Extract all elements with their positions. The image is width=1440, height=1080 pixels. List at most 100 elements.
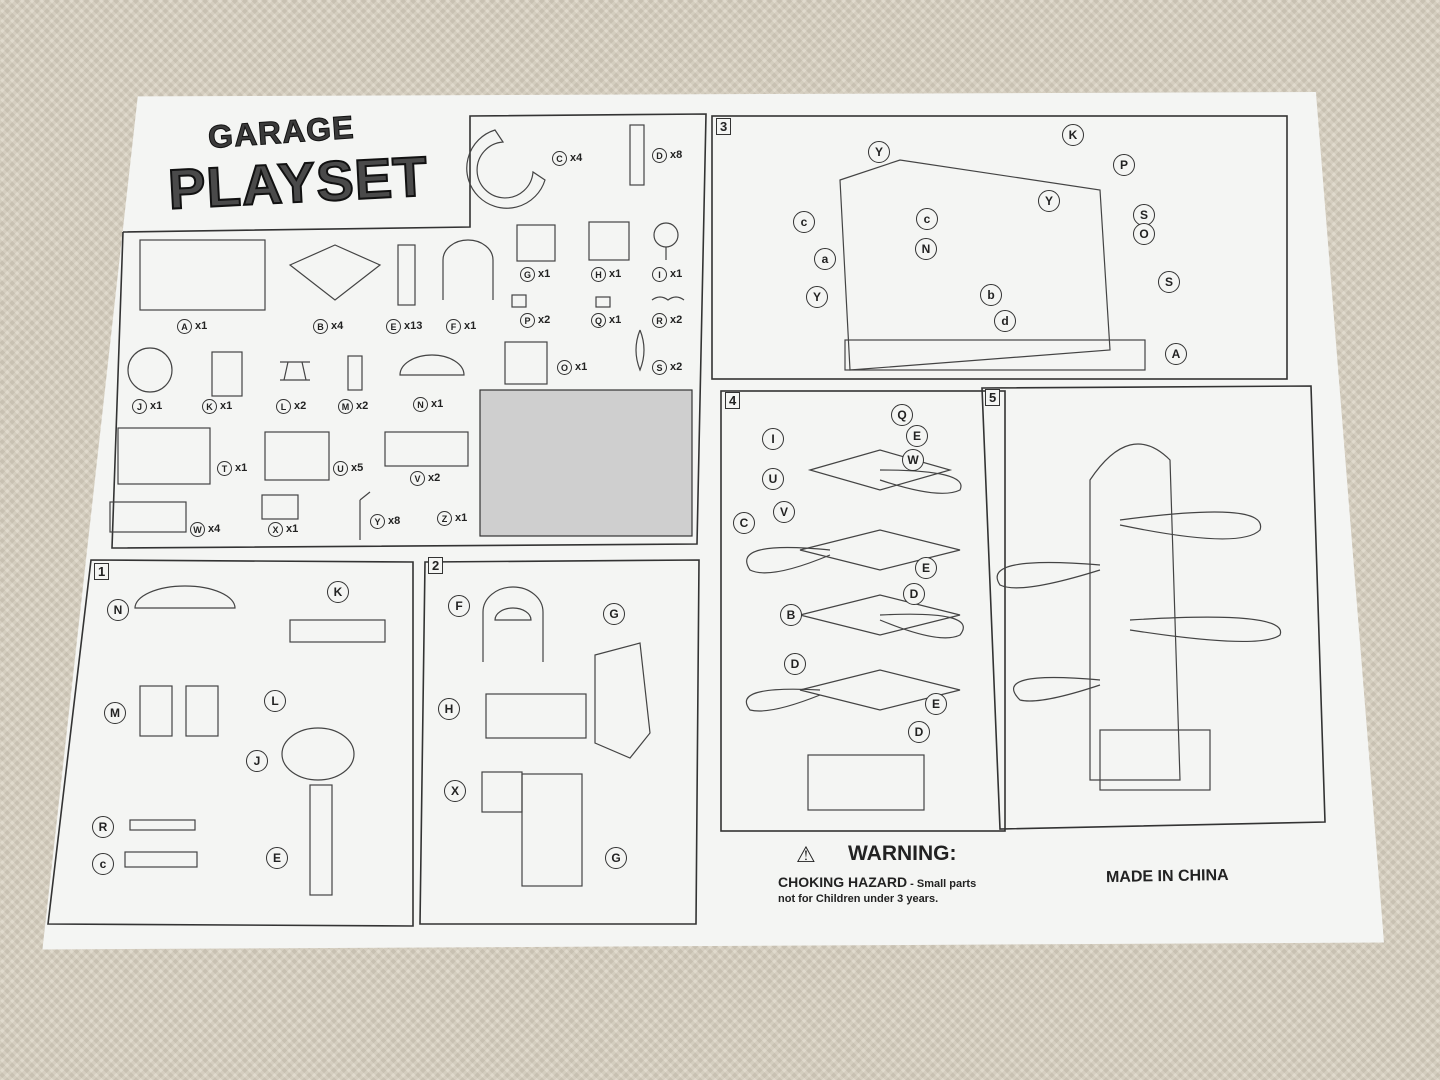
step-callout-letter: U: [762, 468, 784, 490]
step-callout-letter: C: [733, 512, 755, 534]
step-callout-letter: E: [925, 693, 947, 715]
choking-hazard-line: CHOKING HAZARD - Small parts: [778, 874, 976, 890]
step-callout-letter: V: [773, 501, 795, 523]
part-letter: N: [413, 397, 428, 412]
part-letter: U: [333, 461, 348, 476]
part-letter: C: [552, 151, 567, 166]
brand-title-line2: PLAYSET: [166, 143, 431, 222]
part-quantity: x4: [208, 523, 221, 535]
part-quantity: x2: [538, 314, 551, 326]
part-letter: K: [202, 399, 217, 414]
step-callout-letter: Q: [891, 404, 913, 426]
step-number: 1: [94, 563, 110, 580]
step-callout-letter: I: [762, 428, 784, 450]
part-quantity: x2: [294, 400, 307, 412]
step-callout-letter: E: [906, 425, 928, 447]
step-callout-letter: c: [92, 853, 114, 875]
step-callout-letter: X: [444, 780, 466, 802]
step-callout-letter: S: [1158, 271, 1180, 293]
part-letter: H: [591, 267, 606, 282]
part-quantity: x1: [455, 512, 468, 524]
step-callout-letter: Y: [1038, 190, 1060, 212]
step3-frame: [711, 115, 1288, 380]
instruction-sheet: [42, 92, 1384, 950]
part-quantity: x8: [388, 515, 401, 527]
step-callout-letter: D: [903, 583, 925, 605]
part-letter: D: [652, 148, 667, 163]
part-letter: V: [410, 471, 425, 486]
part-quantity: x4: [570, 152, 583, 164]
part-quantity: x2: [670, 361, 683, 373]
hazard-tail: - Small parts: [907, 878, 977, 890]
part-letter: P: [520, 313, 535, 328]
step-callout-letter: c: [793, 211, 815, 233]
part-quantity: x1: [609, 314, 622, 326]
part-quantity: x13: [404, 320, 423, 332]
step-callout-letter: N: [107, 599, 129, 621]
step4-frame: [720, 390, 1006, 832]
part-quantity: x8: [670, 149, 683, 161]
step-callout-letter: G: [603, 603, 625, 625]
hazard-age-line: not for Children under 3 years.: [778, 893, 939, 905]
step-callout-letter: H: [438, 698, 460, 720]
part-letter: E: [386, 319, 401, 334]
warning-title: WARNING:: [848, 842, 957, 865]
step-callout-letter: K: [1062, 124, 1084, 146]
part-letter: W: [190, 522, 205, 537]
step2-frame: [419, 559, 700, 925]
part-quantity: x2: [670, 314, 683, 326]
step-number: 3: [716, 118, 732, 135]
part-quantity: x1: [464, 320, 477, 332]
step-callout-letter: B: [780, 604, 802, 626]
part-quantity: x1: [575, 361, 588, 373]
step-callout-letter: b: [980, 284, 1002, 306]
step-callout-letter: J: [246, 750, 268, 772]
part-quantity: x1: [609, 268, 622, 280]
step-callout-letter: R: [92, 816, 114, 838]
parts-sketches: [109, 124, 1282, 896]
part-letter: O: [557, 360, 572, 375]
step-callout-letter: W: [902, 449, 924, 471]
step-callout-letter: Y: [868, 141, 890, 163]
part-letter: S: [652, 360, 667, 375]
part-letter: T: [217, 461, 232, 476]
part-quantity: x1: [670, 268, 683, 280]
part-letter: B: [313, 319, 328, 334]
hazard-label: CHOKING HAZARD: [778, 874, 908, 890]
part-quantity: x2: [428, 472, 441, 484]
part-letter: Z: [437, 511, 452, 526]
step-number: 5: [985, 389, 1001, 406]
part-quantity: x4: [331, 320, 344, 332]
warning-triangle-icon: ⚠: [796, 842, 816, 867]
part-letter: R: [652, 313, 667, 328]
step-callout-letter: Y: [806, 286, 828, 308]
part-letter: G: [520, 267, 535, 282]
part-quantity: x1: [220, 400, 233, 412]
step-callout-letter: A: [1165, 343, 1187, 365]
step-callout-letter: c: [916, 208, 938, 230]
part-quantity: x2: [356, 400, 369, 412]
part-letter: Q: [591, 313, 606, 328]
step-callout-letter: N: [915, 238, 937, 260]
step-callout-letter: E: [266, 847, 288, 869]
part-quantity: x1: [195, 320, 208, 332]
step-callout-letter: G: [605, 847, 627, 869]
step-callout-letter: O: [1133, 223, 1155, 245]
part-letter: Y: [370, 514, 385, 529]
step-number: 4: [725, 392, 741, 409]
step-callout-letter: K: [327, 581, 349, 603]
step-callout-letter: D: [908, 721, 930, 743]
part-letter: J: [132, 399, 147, 414]
part-letter: L: [276, 399, 291, 414]
step-number: 2: [428, 557, 444, 574]
part-quantity: x1: [286, 523, 299, 535]
step-callout-letter: F: [448, 595, 470, 617]
part-letter: X: [268, 522, 283, 537]
step-callout-letter: M: [104, 702, 126, 724]
step-callout-letter: L: [264, 690, 286, 712]
step-callout-letter: a: [814, 248, 836, 270]
part-quantity: x1: [235, 462, 248, 474]
step1-frame: [47, 559, 414, 927]
part-letter: A: [177, 319, 192, 334]
parts-frame: [111, 113, 707, 549]
